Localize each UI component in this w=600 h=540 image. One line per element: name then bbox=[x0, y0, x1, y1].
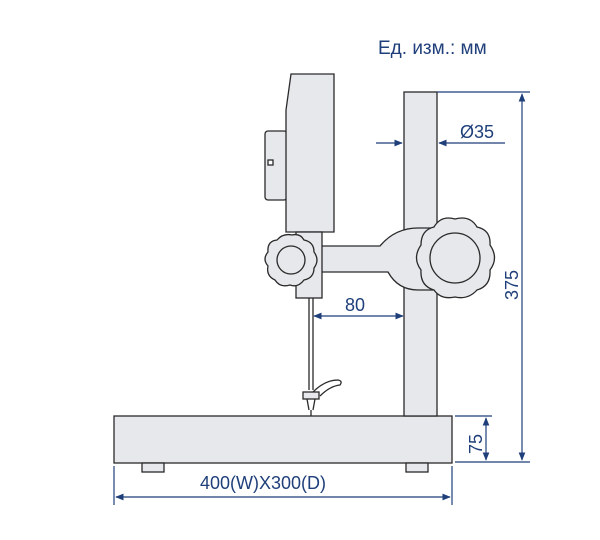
base-foot-right bbox=[405, 462, 429, 473]
units-label: Ед. изм.: мм bbox=[378, 38, 487, 59]
arm-reach-label: 80 bbox=[345, 295, 365, 315]
base-height-label: 75 bbox=[466, 434, 486, 454]
base bbox=[113, 415, 453, 473]
gauge-indicator bbox=[267, 159, 274, 166]
base-foot-left bbox=[141, 462, 165, 473]
gauge-housing bbox=[285, 73, 335, 233]
base-plate bbox=[113, 415, 453, 464]
diameter-label: Ø35 bbox=[460, 122, 494, 142]
left-clamp-knob bbox=[264, 233, 318, 287]
total-height-label: 375 bbox=[502, 270, 522, 300]
dimension-lines bbox=[113, 91, 530, 505]
probe-holder bbox=[302, 391, 320, 400]
right-clamp-knob bbox=[415, 217, 496, 299]
base-size-label: 400(W)X300(D) bbox=[200, 473, 326, 493]
